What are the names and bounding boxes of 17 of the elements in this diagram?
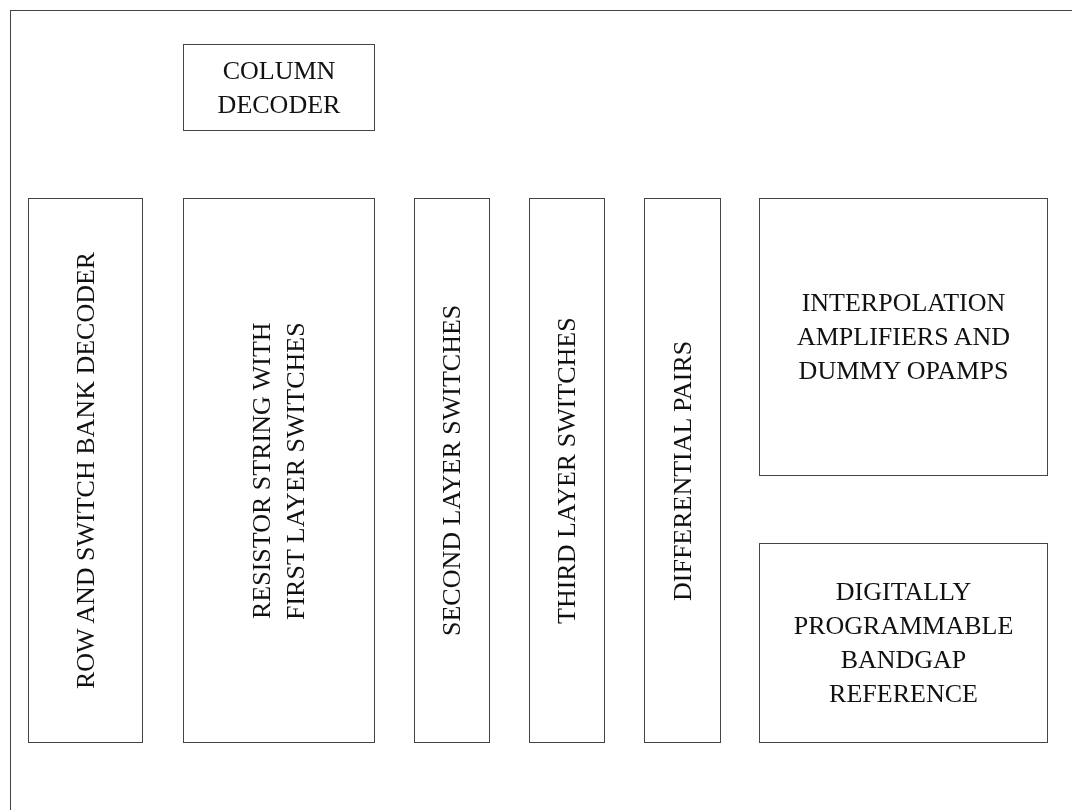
block-label: RESISTOR STRING WITH FIRST LAYER SWITCHES — [246, 320, 311, 622]
layout-block — [759, 543, 1048, 743]
layout-block — [529, 198, 605, 743]
block-label: COLUMN DECODER — [216, 54, 342, 121]
block-label: INTERPOLATION AMPLIFIERS AND DUMMY OPAMPS — [795, 287, 1012, 387]
block-label: SECOND LAYER SWITCHES — [436, 303, 467, 639]
block-label: THIRD LAYER SWITCHES — [551, 316, 582, 626]
block-label: DIFFERENTIAL PAIRS — [666, 339, 698, 603]
chip-outline — [10, 10, 1072, 810]
layout-block — [28, 198, 143, 743]
block-label: ROW AND SWITCH BANK DECODER — [69, 250, 101, 692]
layout-block — [183, 198, 375, 743]
layout-block — [644, 198, 721, 743]
block-label: DIGITALLY PROGRAMMABLE BANDGAP REFERENCE — [792, 576, 1015, 710]
layout-block — [183, 44, 375, 131]
layout-block — [414, 198, 490, 743]
layout-block — [759, 198, 1048, 476]
